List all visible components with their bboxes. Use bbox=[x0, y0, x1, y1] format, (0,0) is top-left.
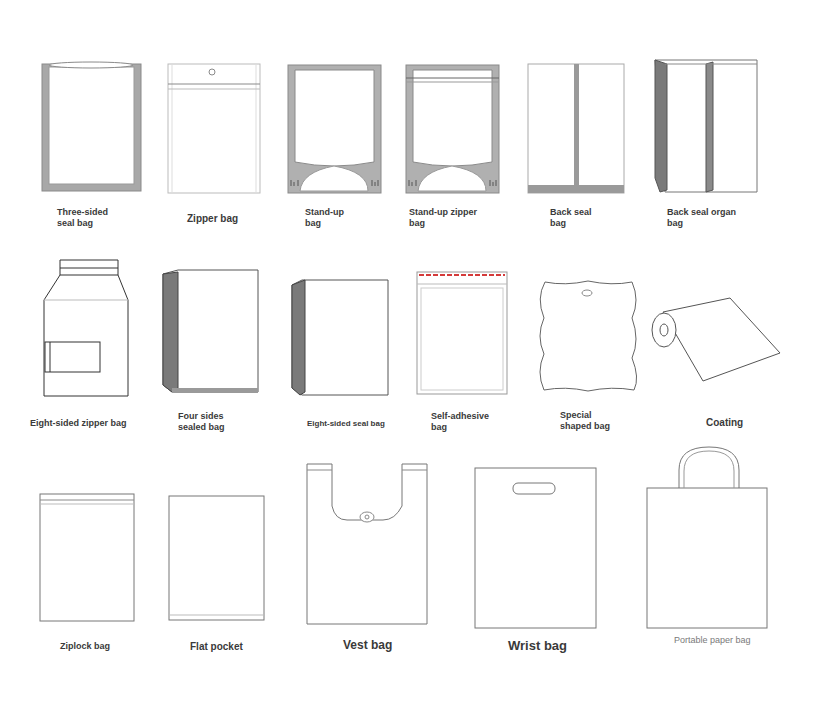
bag-caption: Back seal organ bag bbox=[667, 207, 753, 230]
bag-caption: Portable paper bag bbox=[674, 635, 754, 646]
bag-caption: Ziplock bag bbox=[60, 641, 110, 652]
bag-caption: Stand-up bag bbox=[305, 207, 355, 230]
bag-caption: Zipper bag bbox=[187, 213, 238, 226]
bag-caption: Wrist bag bbox=[508, 638, 567, 654]
bag-caption: Four sides sealed bag bbox=[178, 411, 240, 434]
bag-caption: Special shaped bag bbox=[560, 410, 622, 433]
bag-caption: Three-sided seal bag bbox=[57, 207, 125, 230]
bag-caption: Stand-up zipper bag bbox=[409, 207, 493, 230]
bag-caption: Vest bag bbox=[343, 638, 392, 653]
bag-caption: Eight-sided zipper bag bbox=[30, 418, 127, 429]
bag-caption: Flat pocket bbox=[190, 641, 243, 654]
bag-caption: Coating bbox=[706, 417, 743, 430]
bag-caption: Self-adhesive bag bbox=[431, 411, 501, 434]
bag-caption: Eight-sided seal bag bbox=[307, 419, 385, 429]
bag-caption: Back seal bag bbox=[550, 207, 602, 230]
